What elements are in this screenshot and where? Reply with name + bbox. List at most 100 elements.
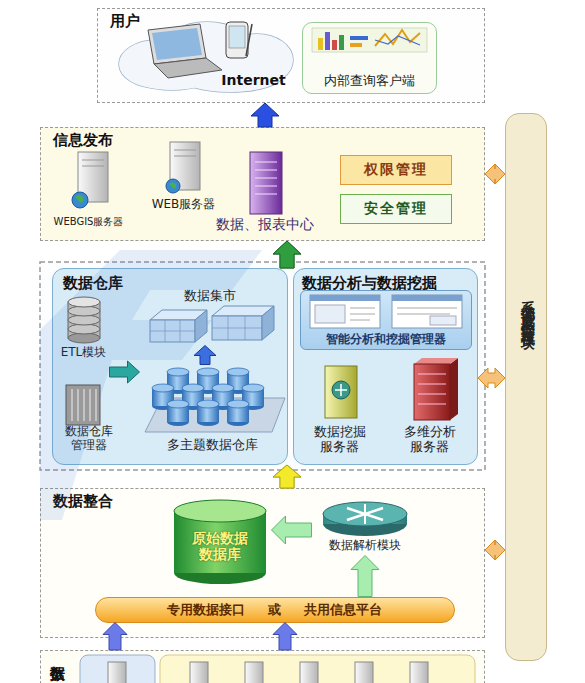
chart-illustration [332,40,337,50]
component-node: ETL模块 [58,295,110,377]
multi-topic-cylinders [212,384,234,410]
block-arrow [478,368,505,388]
component-node-label: 数据集市 [160,288,260,304]
warehouse-manager-rack [78,389,79,421]
report-center-icon [255,194,277,195]
multi-topic-cylinders [182,384,204,410]
block-arrow [273,241,301,268]
multi-topic-cylinders [227,368,249,394]
layer-band-label: 信息发布 [53,131,253,149]
report-center-icon [255,170,277,171]
block-arrow [251,103,279,127]
group-box: 数据分析与数据挖掘智能分析和挖掘管理器数据挖掘服务器多维分析服务器 [293,268,478,465]
laptop-icon [148,24,222,78]
chart-illustration [312,28,427,52]
webgis-server-icon [75,195,84,203]
multi-topic-cylinders [167,368,189,394]
watermark-logo [40,250,262,520]
report-center-icon [250,152,282,214]
report-center-icon [255,162,277,163]
analysis-screenshots [310,295,462,328]
chart-illustration [375,30,420,46]
multi-topic-cylinders [242,384,264,410]
chart-illustration [350,43,362,47]
database-node-label: 原始数据数据库 [188,530,252,564]
mining-server-icon [332,381,350,399]
function-box: 安全管理 [340,194,452,224]
data-source-boxes [160,655,475,683]
laptop-icon [152,28,202,60]
router-icon [323,502,407,526]
mining-server-icon [335,384,347,396]
server-node-label: 数据、报表中心 [200,216,330,233]
multi-topic-cylinders [145,368,285,432]
component-node-label: ETL模块 [58,345,110,359]
module-node: 数据解析模块 [312,498,418,556]
component-node-label: 数据仓库管理器 [64,424,114,453]
block-arrow [110,361,140,383]
module-node-label: 数据解析模块 [312,538,418,552]
analysis-screenshots [392,295,462,328]
olap-server-icon [418,384,446,385]
block-arrow [485,164,505,184]
analysis-screenshots [350,308,375,309]
data-mart-blocks [212,306,274,316]
etl-disk-stack-icon [68,324,100,334]
multi-topic-cylinders [227,400,249,426]
cloud-fill [132,62,212,90]
block-arrow [273,465,301,488]
component-node: 多主题数据仓库 [140,365,285,457]
analysis-screenshots [350,320,370,321]
data-mart-blocks [180,320,181,342]
web-server-icon [166,179,180,193]
manager-box-label: 智能分析和挖掘管理器 [301,332,471,346]
router-icon [347,508,383,520]
router-icon [323,502,407,536]
webgis-server-icon [72,152,108,208]
block-arrow [273,623,297,651]
warehouse-manager-rack [72,389,73,421]
pda-icon [229,26,245,48]
etl-disk-stack-icon [68,333,100,343]
multi-topic-cylinders [167,400,189,426]
layer-band-outline [40,262,485,470]
chart-illustration [318,38,323,50]
interface-bar: 专用数据接口 或 共用信息平台 [95,597,455,623]
report-center-icon [250,152,282,214]
analysis-screenshots [350,314,375,315]
web-server-icon [174,156,196,157]
database-cylinder [174,500,266,522]
client-box-label: 内部查询客户端 [303,73,436,89]
function-box-label: 安全管理 [341,200,451,217]
warehouse-manager-rack [96,389,97,421]
analysis-screenshots [310,295,380,328]
webgis-server-icon [78,152,108,202]
router-icon [323,514,407,524]
block-arrow [351,556,379,597]
server-node-label: 数据挖掘服务器 [312,424,368,455]
function-box-label: 权限管理 [341,161,451,178]
olap-server-icon [450,358,458,420]
server-node: 数据挖掘服务器 [300,360,380,460]
etl-disk-stack-icon [68,297,100,307]
block-arrow [485,540,505,560]
pda-icon [226,22,248,58]
router-icon [364,504,366,524]
server-node-label: WEBGIS服务器 [50,216,128,228]
olap-server-icon [414,364,450,420]
warehouse-manager-rack [84,389,85,421]
layer-band: 用户Internet内部查询客户端 [97,8,485,103]
data-mart-blocks [150,331,195,332]
component-node: 数据集市 [140,288,280,346]
olap-server-icon [418,374,446,375]
control-column-label: 系统调度监控管理模块 [516,289,536,329]
web-server-icon [170,142,200,190]
mining-server-icon [325,366,357,418]
multi-topic-cylinders [152,384,174,410]
olap-server-icon [414,358,458,364]
server-node-label: 多维分析服务器 [402,424,458,455]
analysis-screenshots [397,314,450,315]
server-node: WEB服务器 [138,140,230,210]
etl-disk-stack-icon [68,302,100,338]
data-source-boxes [80,655,155,683]
